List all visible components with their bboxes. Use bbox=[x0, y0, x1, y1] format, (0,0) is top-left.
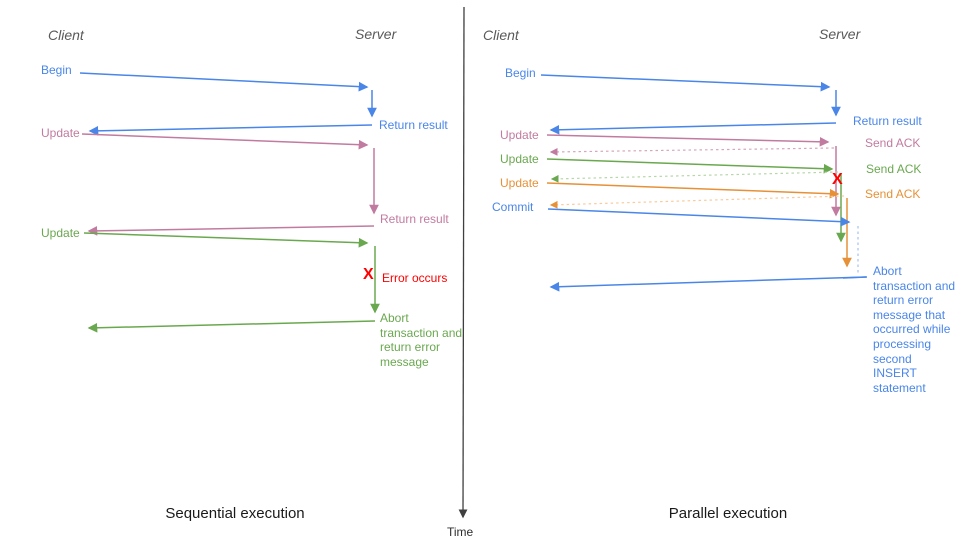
left-return-result-1-label: Return result bbox=[379, 118, 448, 132]
right-update-1-request-arrow bbox=[546, 134, 830, 147]
left-server-header: Server bbox=[355, 26, 397, 42]
right-update-3-label: Update bbox=[500, 176, 539, 190]
right-abort-return-arrow bbox=[549, 276, 867, 292]
left-client-header: Client bbox=[48, 27, 84, 43]
right-title: Parallel execution bbox=[668, 505, 788, 522]
left-error-x-mark: X bbox=[363, 266, 374, 283]
right-update-2-label: Update bbox=[500, 152, 539, 166]
left-error-occurs-label: Error occurs bbox=[382, 271, 448, 285]
right-client-header: Client bbox=[483, 27, 519, 43]
right-send-ack-3-label: Send ACK bbox=[865, 187, 921, 201]
left-update-2-request-arrow bbox=[83, 232, 369, 248]
left-return-result-2-arrow bbox=[87, 225, 375, 236]
time-axis-line bbox=[458, 6, 468, 519]
right-error-x-mark: X bbox=[832, 171, 843, 188]
left-begin-request-arrow bbox=[79, 72, 369, 92]
left-return-result-2-label: Return result bbox=[380, 212, 449, 226]
left-return-result-1-arrow bbox=[88, 124, 373, 136]
right-update-2-request-arrow bbox=[546, 158, 834, 174]
left-title: Sequential execution bbox=[165, 505, 305, 522]
right-begin-label: Begin bbox=[505, 66, 536, 80]
right-send-ack-1-label: Send ACK bbox=[865, 136, 921, 150]
right-update-3-request-arrow bbox=[546, 182, 840, 199]
right-send-ack-2-arrow bbox=[550, 171, 839, 183]
right-send-ack-1-arrow bbox=[549, 147, 835, 156]
left-abort-message: Abort transaction and return error messa… bbox=[380, 311, 463, 369]
right-begin-request-arrow bbox=[540, 74, 831, 92]
right-commit-label: Commit bbox=[492, 200, 534, 214]
left-begin-label: Begin bbox=[41, 63, 72, 77]
right-abort-message: Abort transaction and return error messa… bbox=[873, 264, 956, 395]
left-abort-return-arrow bbox=[87, 320, 376, 333]
right-send-ack-2-label: Send ACK bbox=[866, 162, 922, 176]
right-return-result-label: Return result bbox=[853, 114, 922, 128]
left-update-1-request-arrow bbox=[81, 133, 369, 150]
right-return-result-arrow bbox=[549, 122, 837, 135]
time-axis-label: Time bbox=[447, 525, 474, 539]
left-update-1-label: Update bbox=[41, 126, 80, 140]
right-server-header: Server bbox=[819, 26, 861, 42]
right-send-ack-3-arrow bbox=[549, 195, 845, 209]
right-update-1-label: Update bbox=[500, 128, 539, 142]
right-commit-request-arrow bbox=[547, 208, 851, 227]
left-update-2-label: Update bbox=[41, 226, 80, 240]
